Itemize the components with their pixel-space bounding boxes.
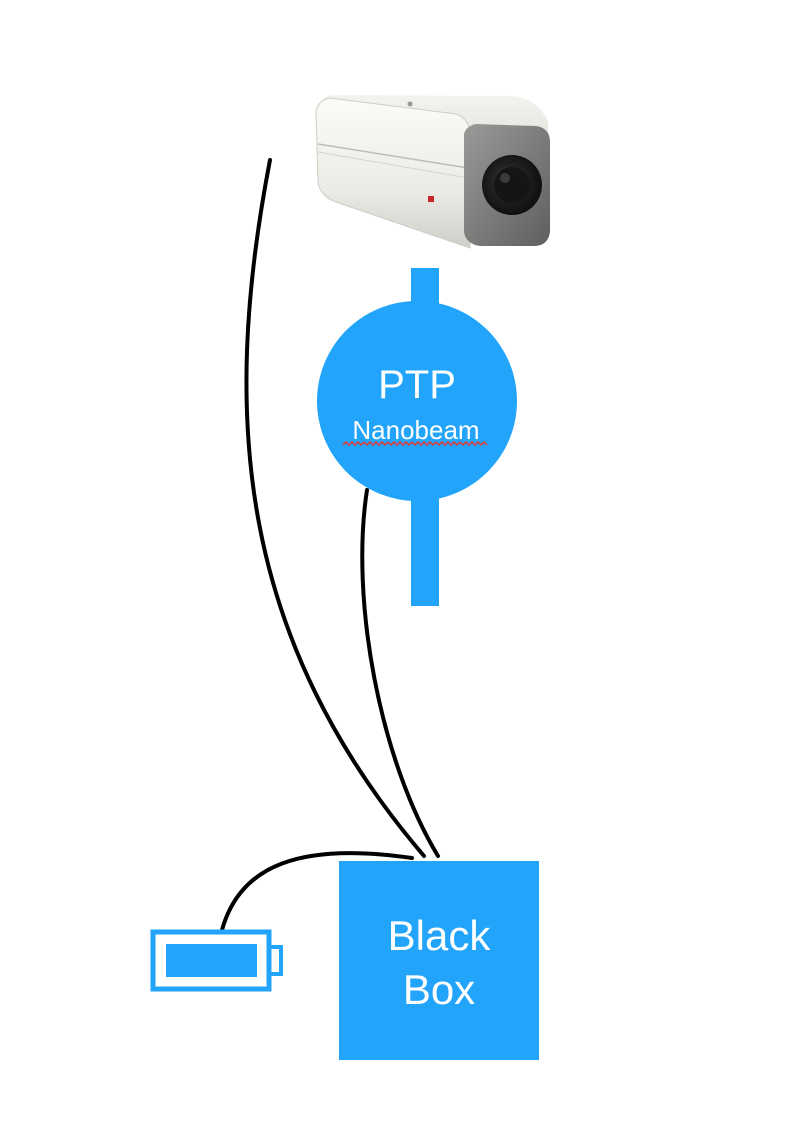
ptp-to-blackbox-cable: [360, 488, 440, 858]
spellcheck-underline: [342, 440, 488, 447]
ptp-dish: [317, 301, 517, 501]
ptp-nanobeam: PTP Nanobeam: [317, 268, 517, 606]
black-box-label-line1: Black: [388, 912, 492, 959]
battery-to-blackbox-cable: [220, 851, 414, 932]
ptp-subtitle: Nanobeam: [352, 415, 479, 445]
security-camera-icon: [315, 95, 550, 249]
black-box: Black Box: [339, 861, 539, 1060]
black-box-label-line2: Box: [403, 966, 475, 1013]
battery-icon: [150, 929, 283, 992]
black-box-body: [339, 861, 539, 1060]
camera-to-blackbox-cable: [244, 158, 426, 858]
ptp-title: PTP: [378, 363, 456, 407]
